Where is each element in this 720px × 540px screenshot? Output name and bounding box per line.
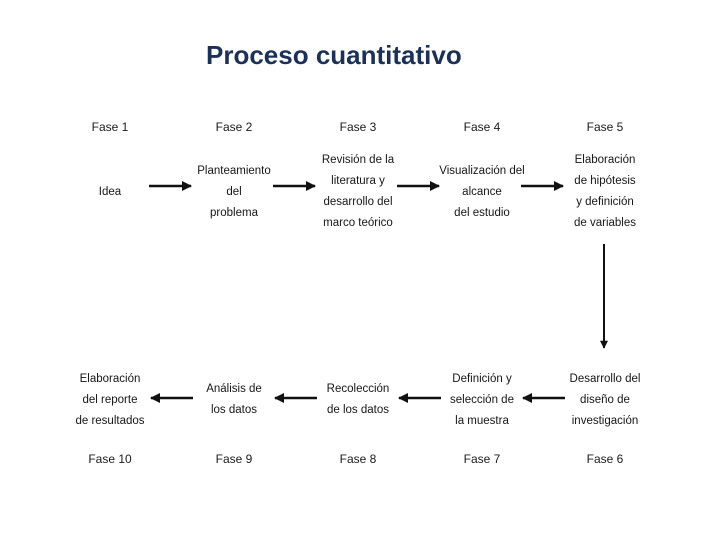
node-revision-text: Revisión de la literatura y desarrollo d… [321,154,395,229]
node-planteamiento-del-problema: Planteamiento del problema [169,146,299,238]
node-visualizacion-text: Visualización del alcance del estudio [439,164,525,219]
phase-label-fase-4: Fase 4 [463,120,501,134]
node-definicion-muestra: Definición y selección de la muestra [417,366,547,434]
phase-label-fase-9: Fase 9 [215,452,253,466]
node-desarrollo-diseno: Desarrollo del diseño de investigación [540,366,670,434]
phase-label-fase-6: Fase 6 [586,452,624,466]
phase-label-fase-3: Fase 3 [339,120,377,134]
phase-label-fase-1: Fase 1 [91,120,129,134]
node-elaboracion-reporte: Elaboración del reporte de resultados [45,366,175,434]
node-recoleccion-datos: Recolección de los datos [293,366,423,434]
node-analisis-datos: Análisis de los datos [169,366,299,434]
node-reporte-text: Elaboración del reporte de resultados [75,372,145,427]
node-muestra-text: Definición y selección de la muestra [450,372,514,427]
node-visualizacion-alcance: Visualización del alcance del estudio [417,146,547,238]
node-idea-text: Idea [98,185,122,198]
node-recoleccion-text: Recolección de los datos [326,383,390,416]
node-diseno-text: Desarrollo del diseño de investigación [569,372,641,427]
phase-label-fase-5: Fase 5 [586,120,624,134]
node-idea: Idea [45,146,175,238]
node-hipotesis-text: Elaboración de hipótesis y definición de… [573,154,636,229]
phase-label-fase-10: Fase 10 [88,452,132,466]
node-revision-literatura: Revisión de la literatura y desarrollo d… [293,146,423,238]
phase-label-fase-7: Fase 7 [463,452,501,466]
phase-label-fase-8: Fase 8 [339,452,377,466]
node-analisis-text: Análisis de los datos [206,383,262,416]
node-planteamiento-text: Planteamiento del problema [197,164,271,219]
phase-label-fase-2: Fase 2 [215,120,253,134]
node-elaboracion-hipotesis: Elaboración de hipótesis y definición de… [540,146,670,238]
page-title: Proceso cuantitativo [206,40,462,70]
